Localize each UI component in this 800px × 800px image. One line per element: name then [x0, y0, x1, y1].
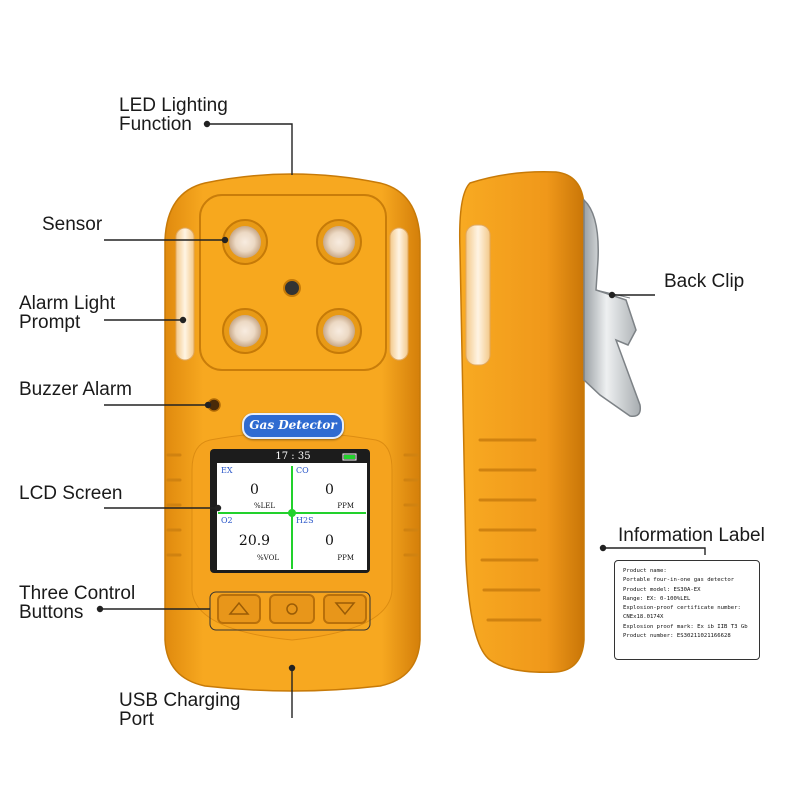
lcd-cell-o2: O2 20.9 %VOL — [218, 515, 291, 569]
callout-buzzer-alarm: Buzzer Alarm — [19, 379, 132, 400]
callout-line-2: Port — [119, 709, 154, 730]
callout-line-2: Prompt — [19, 312, 81, 333]
callout-line-1: Alarm Light — [19, 293, 116, 314]
callout-led-lighting: LED Lighting Function — [119, 96, 228, 134]
gas-value: 0 — [325, 482, 334, 498]
control-button-group — [217, 594, 367, 624]
gas-unit: %LEL — [253, 502, 275, 510]
lcd-cell-ex: EX 0 %LEL — [218, 464, 291, 512]
lcd-cell-co: CO 0 PPM — [293, 464, 366, 512]
front-device — [164, 173, 421, 692]
gas-label: EX — [221, 466, 233, 475]
side-alarm-light — [465, 224, 491, 366]
info-line: Range: EX: 0-100%LEL — [623, 595, 691, 602]
callout-alarm-light: Alarm Light Prompt — [19, 294, 115, 332]
gas-detector-badge: Gas Detector — [242, 413, 344, 439]
badge-text: Gas Detector — [249, 418, 337, 432]
callout-line-1: LED Lighting — [119, 95, 228, 116]
sensor-ports — [222, 219, 362, 354]
callout-line-2: Function — [119, 114, 192, 135]
gas-unit: %VOL — [257, 554, 279, 562]
callout-line-1: Three Control — [19, 583, 136, 604]
info-line: CNEx18.0174X — [623, 614, 664, 621]
gas-value: 0 — [250, 482, 259, 498]
left-grip-ridges — [166, 453, 182, 557]
side-grip-ridges — [478, 438, 542, 622]
back-clip — [583, 198, 642, 418]
callout-sensor: Sensor — [42, 214, 103, 235]
info-line: Product model: ES30A-EX — [623, 586, 701, 593]
gas-label: O2 — [221, 516, 233, 525]
callout-usb-port: USB Charging Port — [119, 691, 240, 729]
gas-value: 0 — [325, 533, 334, 549]
gas-value: 20.9 — [238, 533, 271, 549]
info-line: Product number: ES30211021166628 — [623, 633, 731, 640]
info-line: Portable four-in-one gas detector — [623, 577, 735, 584]
information-label-card: Product name: Portable four-in-one gas d… — [614, 560, 760, 660]
gas-label: H2S — [296, 516, 314, 525]
gas-unit: PPM — [337, 554, 354, 562]
callout-line-2: Buttons — [19, 602, 84, 623]
right-alarm-light — [389, 227, 409, 361]
left-alarm-light — [175, 227, 195, 361]
callout-lines — [96, 120, 706, 718]
right-grip-ridges — [403, 453, 419, 557]
side-device — [458, 171, 642, 673]
info-line: Explosion-proof certificate number: — [623, 605, 741, 612]
callout-control-buttons: Three Control Buttons — [19, 584, 135, 622]
callout-information-label: Information Label — [618, 525, 765, 546]
lcd-cell-h2s: H2S 0 PPM — [293, 515, 366, 569]
info-line: Explosion proof mark: Ex ib IIB T3 Gb — [623, 623, 748, 630]
info-line: Product name: — [623, 568, 667, 574]
callout-line-1: USB Charging — [119, 690, 241, 711]
gas-label: CO — [296, 466, 309, 475]
callout-lcd-screen: LCD Screen — [19, 483, 123, 504]
lcd-time: 17 : 35 — [275, 451, 311, 462]
gas-unit: PPM — [337, 502, 354, 510]
callout-back-clip: Back Clip — [664, 271, 745, 292]
